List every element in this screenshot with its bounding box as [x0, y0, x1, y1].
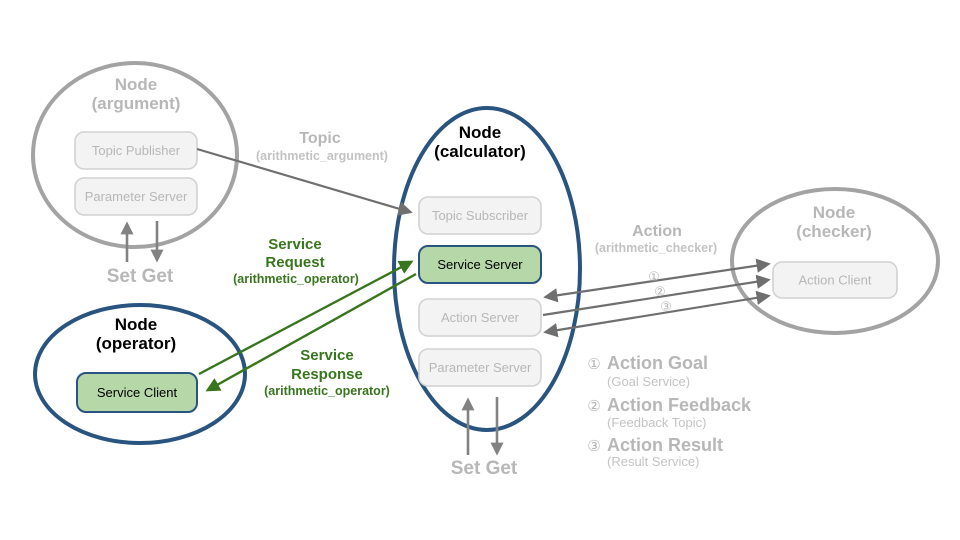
service-server-box — [418, 245, 542, 284]
action-result-arrow — [543, 290, 771, 338]
topic-label-title: Topic — [299, 130, 341, 147]
node-calculator-subtitle: (calculator) — [434, 142, 526, 161]
calculator-parameter-server-label: Parameter Server — [429, 360, 532, 375]
action-server-label: Action Server — [441, 310, 520, 325]
action-legend: ① Action Goal (Goal Service) ② Action Fe… — [587, 353, 752, 469]
node-calculator-title: Node — [459, 123, 502, 142]
action-label-subtitle: (arithmetic_checker) — [595, 241, 717, 255]
legend-goal-subtitle: (Goal Service) — [607, 374, 690, 389]
service-request-arrow — [198, 260, 414, 376]
calculator-parameter-server-box — [418, 348, 542, 387]
node-argument-subtitle: (argument) — [92, 94, 181, 113]
action-client-label: Action Client — [799, 273, 872, 288]
argument-parameter-server-box — [74, 177, 198, 216]
topic-subscriber-label: Topic Subscriber — [432, 208, 529, 223]
action-client-box — [772, 261, 898, 299]
node-operator-title: Node — [115, 315, 158, 334]
legend-result-subtitle: (Result Service) — [607, 454, 699, 469]
calculator-set-get-label: Set Get — [451, 458, 518, 479]
legend-result-number: ③ — [587, 438, 600, 455]
service-request-label-line2: Request — [265, 254, 324, 271]
action-goal-arrow-number: ① — [648, 269, 660, 284]
topic-publisher-label: Topic Publisher — [92, 143, 181, 158]
legend-feedback-number: ② — [587, 398, 600, 415]
service-response-label-subtitle: (arithmetic_operator) — [264, 384, 390, 398]
argument-set-get-label: Set Get — [107, 266, 174, 287]
node-checker-subtitle: (checker) — [796, 222, 872, 241]
action-result-arrow-number: ③ — [660, 299, 672, 314]
topic-label-subtitle: (arithmetic_argument) — [256, 149, 388, 163]
topic-arrow — [196, 147, 413, 216]
service-request-label-line1: Service — [268, 236, 321, 253]
legend-feedback-title: Action Feedback — [607, 395, 752, 415]
legend-feedback-subtitle: (Feedback Topic) — [607, 415, 706, 430]
legend-result-title: Action Result — [607, 435, 723, 455]
topic-publisher-box — [74, 131, 198, 170]
service-request-label-subtitle: (arithmetic_operator) — [233, 272, 359, 286]
service-response-arrow — [205, 272, 417, 392]
service-response-label-line2: Response — [291, 366, 363, 383]
node-operator-subtitle: (operator) — [96, 334, 176, 353]
argument-parameter-server-label: Parameter Server — [85, 189, 188, 204]
service-server-label: Service Server — [437, 257, 523, 272]
legend-goal-title: Action Goal — [607, 353, 708, 373]
service-response-label-line1: Service — [300, 347, 353, 364]
node-checker-title: Node — [813, 203, 856, 222]
action-feedback-arrow-number: ② — [654, 284, 666, 299]
topic-subscriber-box — [418, 196, 542, 235]
legend-goal-number: ① — [587, 356, 600, 373]
service-client-box — [76, 372, 198, 413]
action-label-title: Action — [632, 223, 682, 240]
node-argument-title: Node — [115, 75, 158, 94]
service-client-label: Service Client — [97, 385, 178, 400]
action-server-box — [418, 298, 542, 337]
